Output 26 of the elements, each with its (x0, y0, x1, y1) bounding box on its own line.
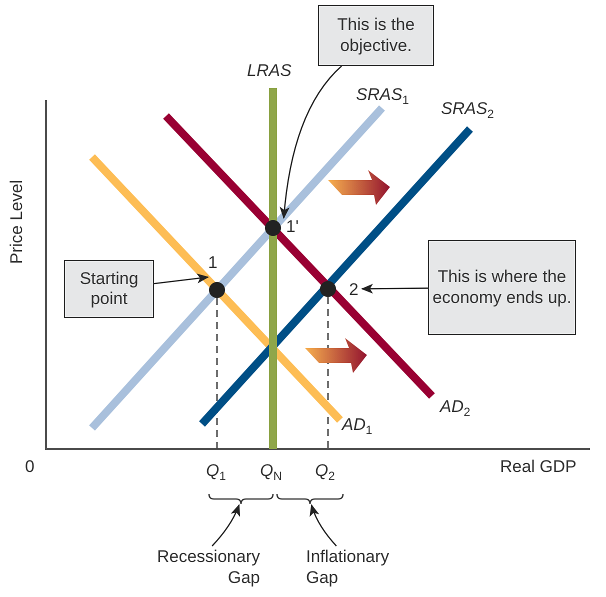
arrow (212, 504, 240, 546)
arrow (361, 284, 428, 294)
gap-label: Inflationary Gap (306, 546, 406, 588)
arrow (310, 504, 337, 546)
axis-tick-label: Q$_{1}$ (206, 462, 226, 484)
axis-title: Price Level (8, 180, 27, 264)
axis-title: Real GDP (500, 458, 577, 477)
point-label: 1' (286, 218, 299, 235)
callout-box: This is where the economy ends up. (428, 240, 576, 335)
point-label: 2 (349, 281, 358, 298)
callout-box: Starting point (64, 260, 154, 318)
axis-tick-label: Q$_{2}$ (315, 462, 335, 484)
curve-label: AD$_{2}$ (440, 398, 470, 420)
axis-tick-label: Q$_{N}$ (260, 462, 282, 484)
arrow (280, 66, 342, 219)
curve-label: SRAS$_{2}$ (441, 100, 494, 122)
arrow (154, 273, 209, 284)
point-label: 1 (208, 254, 218, 271)
brace (276, 494, 344, 505)
callout-box: This is the objective. (318, 5, 434, 66)
axis-origin: 0 (25, 458, 34, 477)
curve-label: LRAS (247, 62, 292, 81)
curve-label: SRAS$_{1}$ (356, 86, 409, 108)
gap-label: Recessionary Gap (124, 546, 260, 588)
curve-label: AD$_{1}$ (342, 416, 372, 438)
brace (208, 494, 274, 505)
